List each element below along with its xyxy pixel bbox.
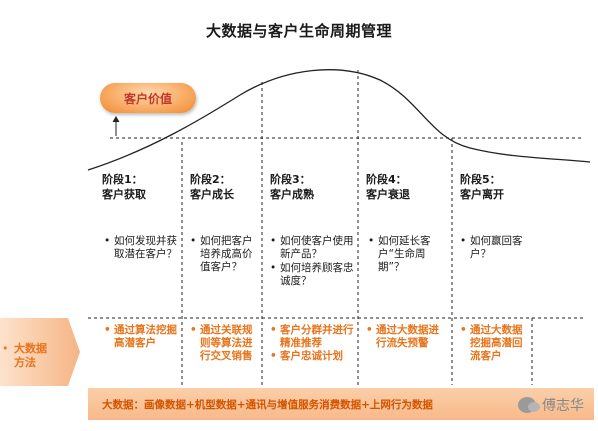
stage-1-label: 阶段1： xyxy=(102,173,143,186)
stage-5-header: 阶段5： 客户离开 xyxy=(460,172,504,202)
stage-5-label: 阶段5： xyxy=(460,173,501,186)
stage-5-methods: 通过大数据挖掘高潜回流客户 xyxy=(460,324,526,363)
wechat-icon xyxy=(518,397,540,413)
method-arrow-shape xyxy=(0,318,80,386)
diagram-title: 大数据与客户生命周期管理 xyxy=(205,22,392,40)
stage-2-label: 阶段2： xyxy=(190,173,231,186)
data-source-text: 大数据：画像数据+机型数据+通讯与增值服务消费数据+上网行为数据 xyxy=(102,398,433,411)
method-item: 通过关联规则等算法进行交叉销售 xyxy=(190,324,258,363)
label-line-1: 大数据 xyxy=(14,342,47,355)
question-item: 如何发现并获取潜在客户？ xyxy=(104,235,178,261)
stage-1-methods: 通过算法挖掘高潜客户 xyxy=(104,324,178,350)
stage-5-name: 客户离开 xyxy=(460,188,504,201)
method-item: 通过大数据进行流失预警 xyxy=(366,324,446,350)
label-bullet: • xyxy=(2,342,9,355)
stage-1-questions: 如何发现并获取潜在客户？ xyxy=(104,235,178,262)
stage-2-questions: 如何把客户培养成高价值客户？ xyxy=(190,235,258,275)
customer-value-badge: 客户价值 xyxy=(100,83,196,113)
big-data-method-label: • 大数据 方法 xyxy=(0,318,75,386)
watermark: 傅志华 xyxy=(518,395,584,415)
watermark-text: 傅志华 xyxy=(542,398,584,414)
up-arrow-icon xyxy=(112,116,120,136)
stage-2-methods: 通过关联规则等算法进行交叉销售 xyxy=(190,324,258,363)
question-item: 如何使客户使用新产品？ xyxy=(270,235,354,261)
stage-4-header: 阶段4： 客户衰退 xyxy=(366,172,410,202)
stage-3-name: 客户成熟 xyxy=(270,188,314,201)
stage-4-methods: 通过大数据进行流失预警 xyxy=(366,324,446,350)
method-item: 客户忠诚计划 xyxy=(270,350,356,363)
stage-4-name: 客户衰退 xyxy=(366,188,410,201)
method-item: 通过大数据挖掘高潜回流客户 xyxy=(460,324,526,363)
stage-1-header: 阶段1： 客户获取 xyxy=(102,172,146,202)
stage-3-questions: 如何使客户使用新产品？ 如何培养顾客忠诚度？ xyxy=(270,235,354,289)
stage-4-label: 阶段4： xyxy=(366,173,407,186)
method-item: 客户分群并进行精准推荐 xyxy=(270,324,356,350)
method-item: 通过算法挖掘高潜客户 xyxy=(104,324,178,350)
stage-1-name: 客户获取 xyxy=(102,188,146,201)
stage-separators xyxy=(181,70,533,385)
lifecycle-curve xyxy=(87,69,591,171)
stage-2-header: 阶段2： 客户成长 xyxy=(190,172,234,202)
stage-2-name: 客户成长 xyxy=(190,188,234,201)
question-item: 如何把客户培养成高价值客户？ xyxy=(190,235,258,274)
label-line-2: 方法 xyxy=(14,356,36,369)
row-separators xyxy=(88,137,584,319)
question-item: 如何延长客户“生命周期”？ xyxy=(368,235,448,274)
question-item: 如何赢回客户？ xyxy=(460,235,526,261)
stage-3-label: 阶段3： xyxy=(270,173,311,186)
question-item: 如何培养顾客忠诚度？ xyxy=(270,262,354,288)
stage-3-header: 阶段3： 客户成熟 xyxy=(270,172,314,202)
stage-3-methods: 客户分群并进行精准推荐 客户忠诚计划 xyxy=(270,324,356,363)
data-source-bar: 大数据：画像数据+机型数据+通讯与增值服务消费数据+上网行为数据 xyxy=(88,388,594,420)
stage-5-questions: 如何赢回客户？ xyxy=(460,235,526,262)
stage-4-questions: 如何延长客户“生命周期”？ xyxy=(368,235,448,275)
